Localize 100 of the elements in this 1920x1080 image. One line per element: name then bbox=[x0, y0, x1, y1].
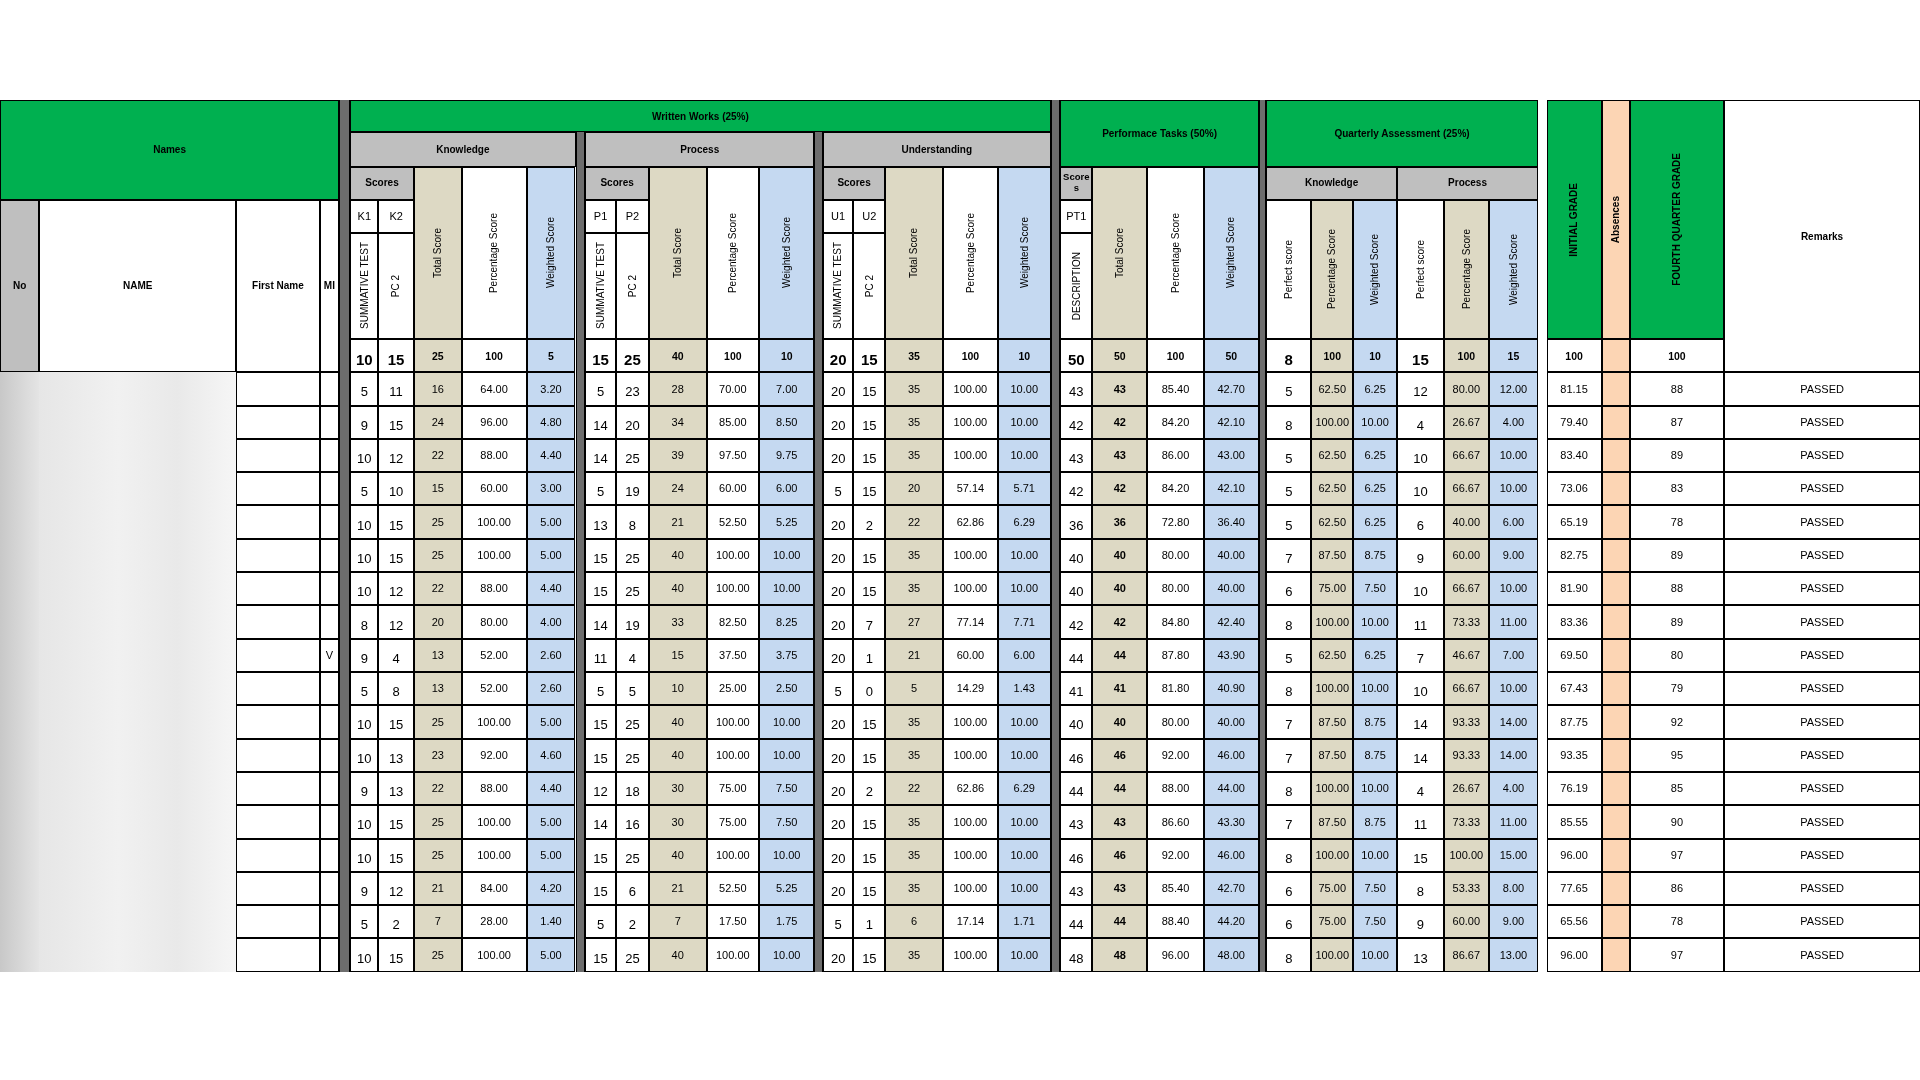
score-value: 100.00 bbox=[461, 938, 527, 972]
score-value: 44 bbox=[1060, 771, 1093, 806]
score-value: 9 bbox=[350, 771, 379, 806]
grade-value: 78 bbox=[1629, 505, 1725, 539]
score-value: 100.00 bbox=[706, 738, 760, 772]
score-value: 8.75 bbox=[1353, 738, 1398, 772]
score-value: 5.71 bbox=[997, 472, 1051, 506]
score-value: 5.00 bbox=[526, 705, 576, 739]
score-value: 15 bbox=[853, 438, 886, 473]
grade-value: 89 bbox=[1629, 605, 1725, 639]
score-value: 14 bbox=[1397, 705, 1444, 739]
score-value: 62.50 bbox=[1311, 372, 1354, 406]
score-value: 9 bbox=[350, 871, 379, 906]
score-value: 4.00 bbox=[1488, 405, 1538, 439]
score-value: 60.00 bbox=[1443, 538, 1489, 573]
score-value: 43 bbox=[1092, 372, 1148, 406]
score-value: 66.67 bbox=[1443, 472, 1489, 506]
score-value: 6.00 bbox=[759, 472, 815, 506]
column-header: No bbox=[0, 199, 40, 373]
score-value: 39 bbox=[648, 438, 707, 473]
score-value: 20 bbox=[822, 938, 854, 972]
score-value: 14 bbox=[585, 405, 616, 439]
score-value: 8.00 bbox=[1488, 871, 1538, 906]
score-value: 40 bbox=[1060, 538, 1093, 573]
perfect-score: 15 bbox=[1488, 339, 1538, 373]
group-header: Names bbox=[0, 100, 340, 200]
score-value: 40.00 bbox=[1443, 505, 1489, 539]
score-value: 84.80 bbox=[1147, 605, 1204, 639]
score-value: 15 bbox=[585, 572, 616, 606]
column-header: SUMMATIVE TEST bbox=[822, 232, 854, 340]
score-value: 25 bbox=[413, 838, 462, 872]
score-value: 75.00 bbox=[1311, 572, 1354, 606]
score-value: 10.00 bbox=[997, 838, 1051, 872]
score-value: 10.00 bbox=[1353, 605, 1398, 639]
score-value: 33 bbox=[648, 605, 707, 639]
score-value: 5 bbox=[822, 905, 854, 939]
score-value: 6.29 bbox=[997, 505, 1051, 539]
remark-value: PASSED bbox=[1724, 938, 1920, 972]
grade-value: 88 bbox=[1629, 572, 1725, 606]
score-value: 10 bbox=[1397, 472, 1444, 506]
score-value: 60.00 bbox=[942, 638, 998, 672]
score-value: 5 bbox=[822, 472, 854, 506]
score-value: 4 bbox=[378, 638, 414, 672]
score-value: 10 bbox=[350, 938, 379, 972]
score-value: 100.00 bbox=[1311, 672, 1354, 706]
score-value: 100.00 bbox=[942, 705, 998, 739]
score-value: 100.00 bbox=[942, 738, 998, 772]
score-value: 15 bbox=[853, 572, 886, 606]
score-value: 22 bbox=[413, 771, 462, 806]
score-value: 5 bbox=[1266, 372, 1312, 406]
score-value: 5.00 bbox=[526, 838, 576, 872]
score-value: 21 bbox=[413, 871, 462, 906]
score-value: 80.00 bbox=[461, 605, 527, 639]
score-value: 100.00 bbox=[1311, 838, 1354, 872]
score-value: 1.71 bbox=[997, 905, 1051, 939]
score-value: 9.00 bbox=[1488, 538, 1538, 573]
group-header: Performace Tasks (50%) bbox=[1060, 100, 1259, 167]
perfect-score: 50 bbox=[1060, 339, 1093, 373]
score-value: 14 bbox=[585, 605, 616, 639]
column-header: Perfect score bbox=[1266, 199, 1312, 340]
score-value: 44 bbox=[1092, 638, 1148, 672]
score-value: 34 bbox=[648, 405, 707, 439]
remark-value: PASSED bbox=[1724, 605, 1920, 639]
score-value: 10.00 bbox=[997, 705, 1051, 739]
column-header: NAME bbox=[39, 199, 237, 373]
score-value: 6 bbox=[1266, 572, 1312, 606]
score-value: 15 bbox=[378, 938, 414, 972]
score-value: 15 bbox=[853, 705, 886, 739]
score-value: 100.00 bbox=[942, 538, 998, 573]
grade-value: 85 bbox=[1629, 771, 1725, 806]
score-value: 14.00 bbox=[1488, 738, 1538, 772]
score-value: 2 bbox=[378, 905, 414, 939]
score-value: 52.50 bbox=[706, 871, 760, 906]
score-value: 44.20 bbox=[1203, 905, 1259, 939]
score-value: 14.29 bbox=[942, 672, 998, 706]
score-value: 4 bbox=[1397, 405, 1444, 439]
score-value: 20 bbox=[413, 605, 462, 639]
score-value: 4.00 bbox=[1488, 771, 1538, 806]
score-value: 21 bbox=[885, 638, 943, 672]
score-value: 86.67 bbox=[1443, 938, 1489, 972]
score-value: 100.00 bbox=[1311, 605, 1354, 639]
score-value: 73.33 bbox=[1443, 605, 1489, 639]
score-value: 10.00 bbox=[997, 438, 1051, 473]
score-value: 6 bbox=[885, 905, 943, 939]
score-value: 40.00 bbox=[1203, 705, 1259, 739]
score-value: 36 bbox=[1060, 505, 1093, 539]
perfect-score: 100 bbox=[1311, 339, 1354, 373]
score-value: 40.00 bbox=[1203, 538, 1259, 573]
score-value: 25 bbox=[615, 705, 649, 739]
score-value: 10.00 bbox=[997, 405, 1051, 439]
score-value: 43.90 bbox=[1203, 638, 1259, 672]
perfect-score: 100 bbox=[1147, 339, 1204, 373]
score-value: 77.14 bbox=[942, 605, 998, 639]
score-value: 5 bbox=[350, 672, 379, 706]
score-value: 80.00 bbox=[1443, 372, 1489, 406]
score-value: 5 bbox=[1266, 438, 1312, 473]
score-value: 10.00 bbox=[1488, 438, 1538, 473]
score-value: 44.00 bbox=[1203, 771, 1259, 806]
perfect-score: 15 bbox=[853, 339, 886, 373]
column-header: Percentage Score bbox=[1147, 166, 1204, 340]
